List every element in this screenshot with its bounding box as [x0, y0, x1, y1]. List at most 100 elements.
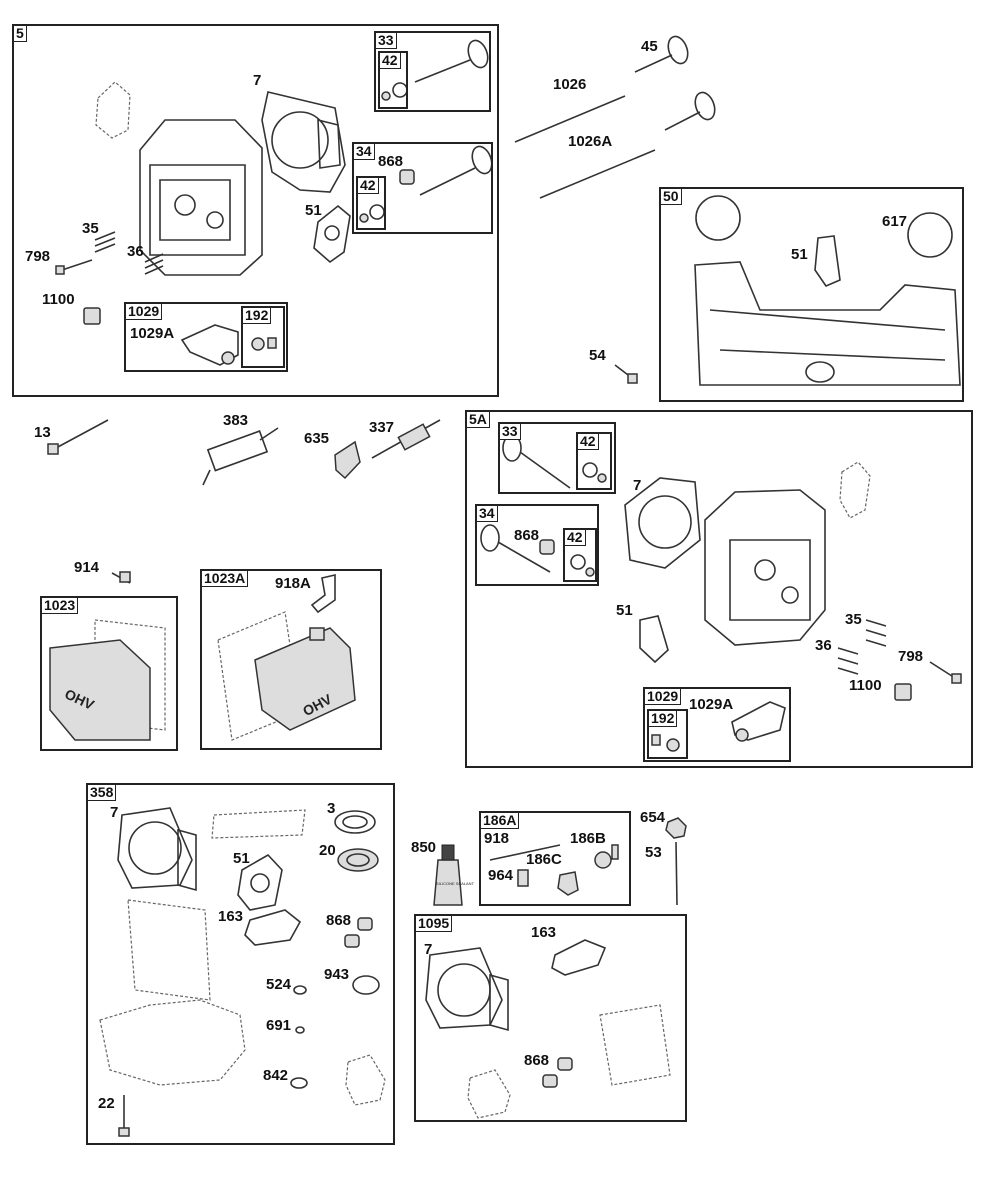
part-label-617: 617: [882, 213, 908, 230]
ignition-lead-383: [202, 427, 279, 486]
group-5-box: 5: [12, 24, 499, 397]
part-label-35: 35: [82, 220, 99, 237]
valve-1026A: [664, 91, 716, 131]
part-label-524: 524: [266, 976, 292, 993]
part-label-7-group358: 7: [110, 804, 119, 821]
group-186A-box: 186A: [479, 811, 631, 906]
group-34-tag-a: 34: [353, 143, 375, 160]
part-label-798-group5A: 798: [898, 648, 924, 665]
group-1029-box-a: 1029: [124, 302, 288, 372]
group-192-tag-a: 192: [242, 307, 272, 324]
part-label-691: 691: [266, 1017, 292, 1034]
part-label-943: 943: [324, 966, 350, 983]
group-1023A-tag: 1023A: [201, 570, 249, 587]
group-5A-tag: 5A: [466, 411, 490, 428]
part-label-1029A: 1029A: [130, 325, 175, 342]
bolt-13: [47, 419, 109, 455]
group-33-box-a: 33: [374, 31, 491, 112]
part-label-163-group358: 163: [218, 908, 244, 925]
bolt-54: [614, 364, 638, 384]
group-42-box-d: 42: [563, 528, 597, 582]
part-label-654: 654: [640, 809, 666, 826]
part-label-163-group1095: 163: [531, 924, 557, 941]
part-label-914: 914: [74, 559, 100, 576]
group-34-box-a: 34: [352, 142, 493, 234]
group-1029-tag-a: 1029: [125, 303, 163, 320]
group-34-box-b: 34: [475, 504, 599, 586]
group-1029-box-b: 1029: [643, 687, 791, 762]
part-label-868-group358: 868: [326, 912, 352, 929]
spark-boot-635: [334, 440, 361, 480]
sealant-tube-850: [433, 844, 463, 906]
part-label-1029A-group5A: 1029A: [689, 696, 734, 713]
group-192-tag-b: 192: [648, 710, 678, 727]
part-label-868-group5A: 868: [514, 527, 540, 544]
part-label-383: 383: [223, 412, 249, 429]
group-33-tag-b: 33: [499, 423, 521, 440]
stud-53: [675, 841, 678, 906]
part-label-1026: 1026: [553, 76, 587, 93]
part-label-53: 53: [645, 844, 662, 861]
group-42-box-b: 42: [356, 176, 386, 230]
part-label-964: 964: [488, 867, 514, 884]
group-1023-box: 1023: [40, 596, 178, 751]
group-5-tag: 5: [13, 25, 27, 42]
part-label-850: 850: [411, 839, 437, 856]
part-label-918: 918: [484, 830, 510, 847]
part-label-7-group5A: 7: [633, 477, 642, 494]
bolt-914: [111, 571, 131, 584]
part-label-1100-group5A: 1100: [849, 677, 882, 694]
part-label-45: 45: [641, 38, 658, 55]
part-label-54: 54: [589, 347, 606, 364]
part-label-868-group1095: 868: [524, 1052, 550, 1069]
part-label-337: 337: [369, 419, 395, 436]
group-358-box: 358: [86, 783, 395, 1145]
pushrod-1026A: [539, 149, 656, 199]
group-50-tag: 50: [660, 188, 682, 205]
part-label-868: 868: [378, 153, 404, 170]
part-label-35-group5A: 35: [845, 611, 862, 628]
group-192-box-a: 192: [241, 306, 285, 368]
group-1023-tag: 1023: [41, 597, 79, 614]
group-42-tag-a: 42: [379, 52, 401, 69]
part-label-36: 36: [127, 243, 144, 260]
nut-654: [665, 817, 687, 839]
part-label-1100: 1100: [42, 291, 75, 308]
group-192-box-b: 192: [647, 709, 688, 759]
group-34-tag-b: 34: [476, 505, 498, 522]
group-186A-tag: 186A: [480, 812, 520, 829]
group-358-tag: 358: [87, 784, 117, 801]
part-label-186C: 186C: [526, 851, 562, 868]
group-50-box: 50: [659, 187, 964, 402]
group-42-tag-b: 42: [357, 177, 379, 194]
part-label-1026A: 1026A: [568, 133, 613, 150]
part-label-7: 7: [253, 72, 262, 89]
part-label-798: 798: [25, 248, 51, 265]
group-1095-tag: 1095: [415, 915, 453, 932]
part-label-842: 842: [263, 1067, 289, 1084]
part-label-918A: 918A: [275, 575, 311, 592]
part-label-51: 51: [305, 202, 322, 219]
part-label-22: 22: [98, 1095, 115, 1112]
part-label-51-group358: 51: [233, 850, 250, 867]
part-label-51-group5A: 51: [616, 602, 633, 619]
group-1095-box: 1095: [414, 914, 687, 1122]
group-42-box-c: 42: [576, 432, 612, 490]
part-label-3: 3: [327, 800, 336, 817]
part-label-51-group50: 51: [791, 246, 808, 263]
group-33-box-b: 33: [498, 422, 616, 494]
sealant-label: SILICONE SEALANT: [436, 881, 475, 886]
part-label-13: 13: [34, 424, 51, 441]
part-label-20: 20: [319, 842, 336, 859]
part-label-635: 635: [304, 430, 330, 447]
group-33-tag-a: 33: [375, 32, 397, 49]
group-42-tag-d: 42: [564, 529, 586, 546]
part-label-36-group5A: 36: [815, 637, 832, 654]
part-label-7-group1095: 7: [424, 941, 433, 958]
group-5A-box: 5A: [465, 410, 973, 768]
group-1029-tag-b: 1029: [644, 688, 682, 705]
group-1023A-box: 1023A: [200, 569, 382, 750]
group-42-tag-c: 42: [577, 433, 599, 450]
group-42-box-a: 42: [378, 51, 408, 109]
part-label-186B: 186B: [570, 830, 606, 847]
